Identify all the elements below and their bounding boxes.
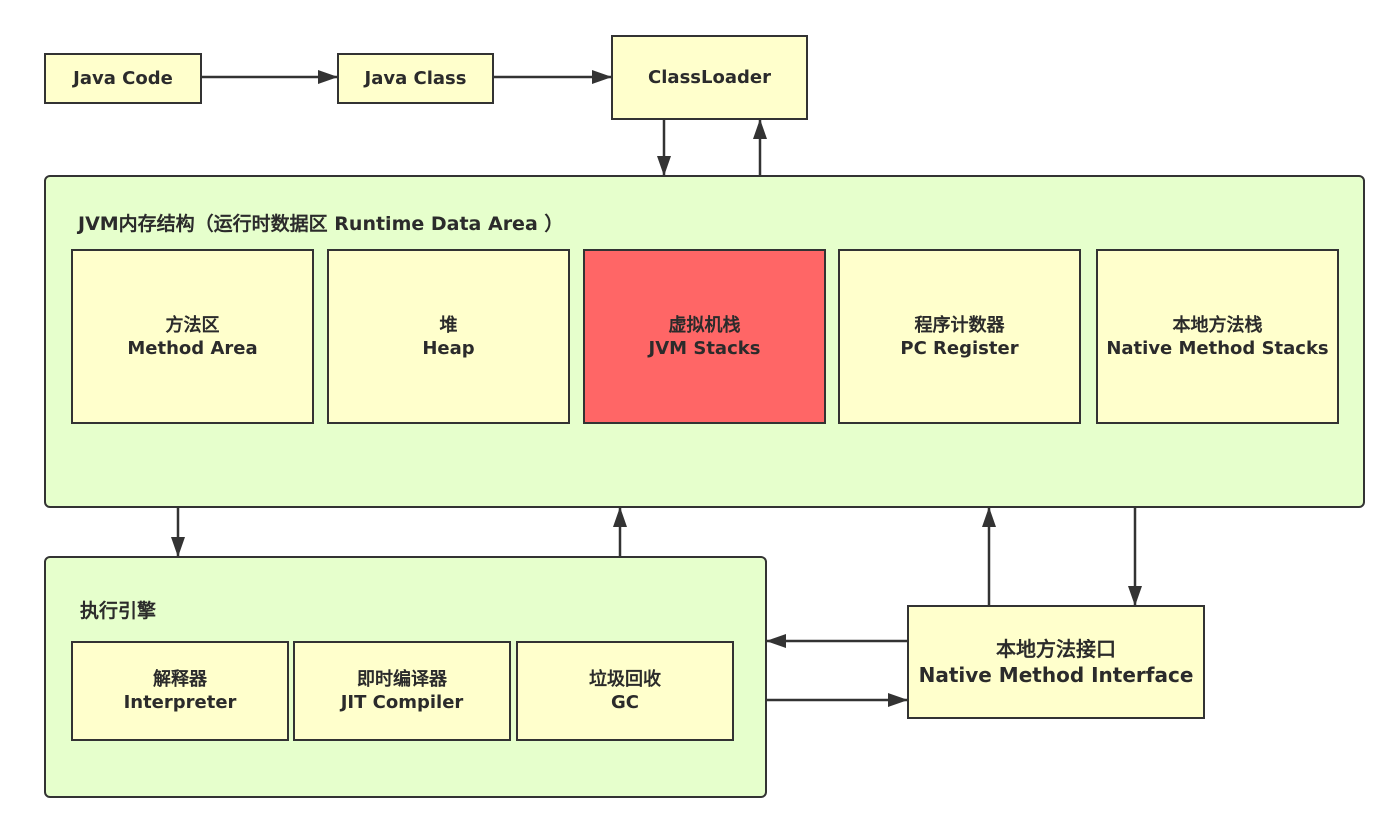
method-area-box: 方法区 Method Area [71, 249, 314, 424]
heap-cn: 堆 [439, 314, 458, 336]
java-code-box: Java Code [44, 53, 202, 104]
pc-register-box: 程序计数器 PC Register [838, 249, 1081, 424]
jit-compiler-en: JIT Compiler [340, 692, 464, 713]
gc-box: 垃圾回收 GC [516, 641, 734, 741]
pc-register-en: PC Register [900, 337, 1019, 359]
method-area-en: Method Area [127, 337, 258, 359]
interpreter-cn: 解释器 [153, 669, 207, 690]
jit-compiler-box: 即时编译器 JIT Compiler [293, 641, 511, 741]
jvm-stacks-cn: 虚拟机栈 [668, 314, 741, 336]
java-code-label: Java Code [73, 68, 173, 89]
jvm-stacks-en: JVM Stacks [648, 337, 761, 359]
classloader-label: ClassLoader [648, 67, 771, 88]
native-method-stacks-cn: 本地方法栈 [1172, 314, 1263, 336]
interpreter-en: Interpreter [123, 692, 237, 713]
jvm-stacks-box: 虚拟机栈 JVM Stacks [583, 249, 826, 424]
gc-cn: 垃圾回收 [589, 669, 661, 690]
execution-engine-title: 执行引擎 [80, 600, 157, 622]
interpreter-box: 解释器 Interpreter [71, 641, 289, 741]
native-method-interface-en: Native Method Interface [918, 663, 1194, 687]
native-method-stacks-en: Native Method Stacks [1106, 337, 1329, 359]
gc-en: GC [611, 692, 639, 713]
pc-register-cn: 程序计数器 [914, 314, 1005, 336]
native-method-interface-box: 本地方法接口 Native Method Interface [907, 605, 1205, 719]
heap-box: 堆 Heap [327, 249, 570, 424]
classloader-box: ClassLoader [611, 35, 808, 120]
method-area-cn: 方法区 [165, 314, 220, 336]
heap-en: Heap [422, 337, 475, 359]
java-class-label: Java Class [364, 68, 467, 89]
native-method-interface-cn: 本地方法接口 [996, 637, 1116, 661]
jit-compiler-cn: 即时编译器 [357, 669, 447, 690]
java-class-box: Java Class [337, 53, 494, 104]
runtime-data-area-title: JVM内存结构（运行时数据区 Runtime Data Area ） [78, 213, 564, 235]
native-method-stacks-box: 本地方法栈 Native Method Stacks [1096, 249, 1339, 424]
